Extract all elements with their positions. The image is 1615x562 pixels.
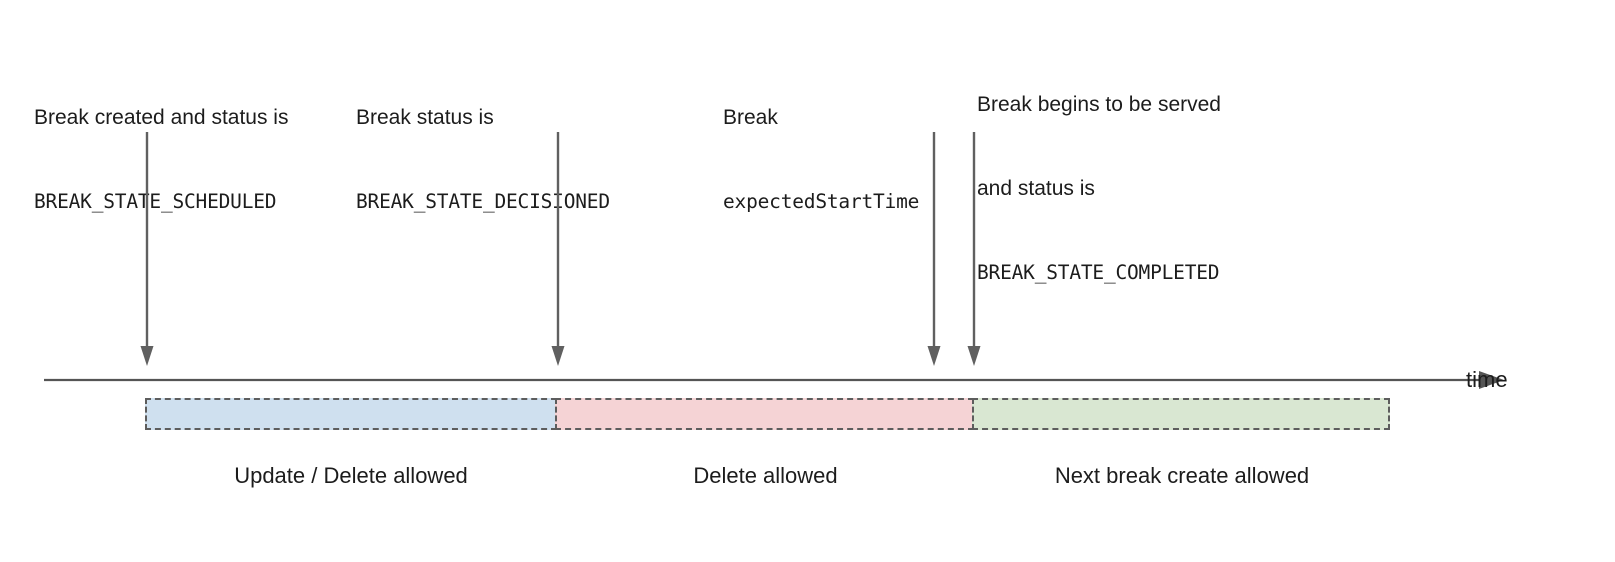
phase-caption-delete-allowed: Delete allowed — [693, 463, 838, 488]
annotation-line-code: BREAK_STATE_DECISIONED — [356, 190, 610, 213]
phase-segment-next-break-create-allowed — [972, 398, 1390, 430]
annotation-break-expected-start-time: Break expectedStartTime — [723, 48, 919, 272]
pointer-arrow-down-icon — [966, 132, 982, 368]
phase-bar — [145, 398, 1390, 430]
phase-caption-update-delete-allowed: Update / Delete allowed — [234, 463, 468, 488]
annotation-line: and status is — [977, 177, 1095, 200]
annotation-line-code: BREAK_STATE_COMPLETED — [977, 261, 1220, 284]
phase-segment-delete-allowed — [555, 398, 974, 430]
annotation-break-created-scheduled: Break created and status is BREAK_STATE_… — [34, 48, 288, 272]
annotation-line: Break begins to be served — [977, 93, 1221, 116]
pointer-arrow-down-icon — [550, 132, 566, 368]
annotation-line: Break — [723, 106, 778, 129]
annotation-break-decisioned: Break status is BREAK_STATE_DECISIONED — [356, 48, 610, 272]
annotation-break-served-completed: Break begins to be served and status is … — [977, 35, 1221, 343]
annotation-line-code: BREAK_STATE_SCHEDULED — [34, 190, 277, 213]
annotation-line: Break status is — [356, 106, 494, 129]
pointer-arrow-down-icon — [926, 132, 942, 368]
time-axis-arrow-icon — [44, 368, 1506, 392]
phase-segment-update-delete-allowed — [145, 398, 557, 430]
time-axis-label: time — [1466, 367, 1508, 392]
phase-caption-next-break-create-allowed: Next break create allowed — [1054, 463, 1310, 488]
pointer-arrow-down-icon — [139, 132, 155, 368]
annotation-line-code: expectedStartTime — [723, 190, 920, 213]
annotation-line: Break created and status is — [34, 106, 289, 129]
